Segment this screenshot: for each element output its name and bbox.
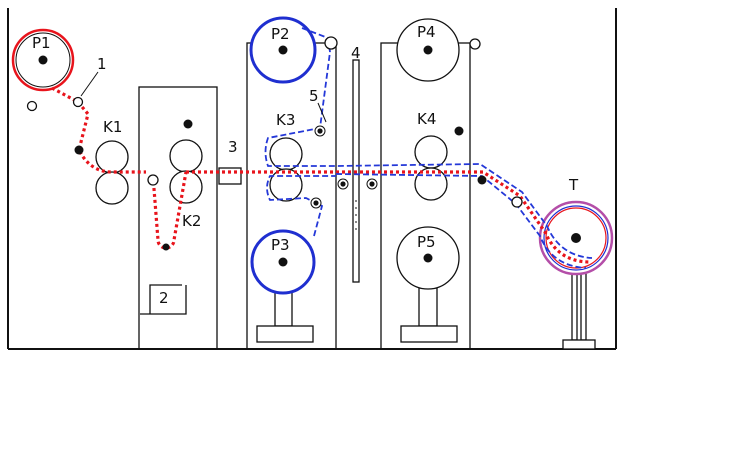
part-2-bracket — [140, 284, 187, 315]
p3-stand-post — [274, 291, 293, 327]
t-stand-base — [562, 339, 596, 350]
p3-stand-base — [256, 325, 314, 343]
calender-rollers — [95, 135, 448, 205]
k2-upper-roller — [169, 139, 203, 173]
guide-roller-2 — [26, 100, 38, 112]
ringed-dots — [310, 125, 378, 209]
label-3: 3 — [228, 138, 238, 156]
k4-lower-roller — [414, 167, 448, 201]
bearing-dots — [38, 45, 581, 267]
guide-roller-5 — [469, 38, 481, 50]
stands — [256, 267, 596, 350]
label-p2: P2 — [271, 25, 290, 43]
label-p1: P1 — [32, 34, 51, 52]
t-stand-post-left — [571, 267, 578, 341]
p5-stand-post — [418, 287, 438, 327]
label-k4: K4 — [417, 110, 436, 128]
label-5: 5 — [309, 87, 319, 105]
label-p5: P5 — [417, 233, 436, 251]
t-stand-post-right — [580, 267, 587, 341]
label-k2: K2 — [182, 212, 201, 230]
label-k3: K3 — [276, 111, 295, 129]
k1-upper-roller — [95, 140, 129, 174]
k1-lower-roller — [95, 171, 129, 205]
label-p4: P4 — [417, 23, 436, 41]
guide-roller-1 — [72, 96, 84, 108]
leader-lines — [80, 71, 327, 123]
guide-roller-4 — [324, 36, 338, 50]
red-film-path — [51, 86, 591, 264]
label-2: 2 — [159, 289, 169, 307]
p5-stand-base — [400, 325, 458, 343]
guide-rollers — [26, 36, 523, 208]
label-4: 4 — [351, 44, 361, 62]
label-t: T — [568, 176, 579, 194]
label-p3: P3 — [271, 236, 290, 254]
label-k1: K1 — [103, 118, 122, 136]
blue-film-path — [264, 27, 593, 269]
guide-roller-3 — [147, 174, 159, 186]
label-1: 1 — [97, 55, 107, 73]
k4-upper-roller — [414, 135, 448, 169]
k3-lower-roller — [269, 168, 303, 202]
labels: P1 P2 P3 P4 P5 T K1 K2 K3 K4 1 2 3 4 5 — [32, 23, 579, 307]
k2-lower-roller — [169, 170, 203, 204]
guide-roller-6 — [511, 196, 523, 208]
k2-housing — [138, 86, 218, 350]
